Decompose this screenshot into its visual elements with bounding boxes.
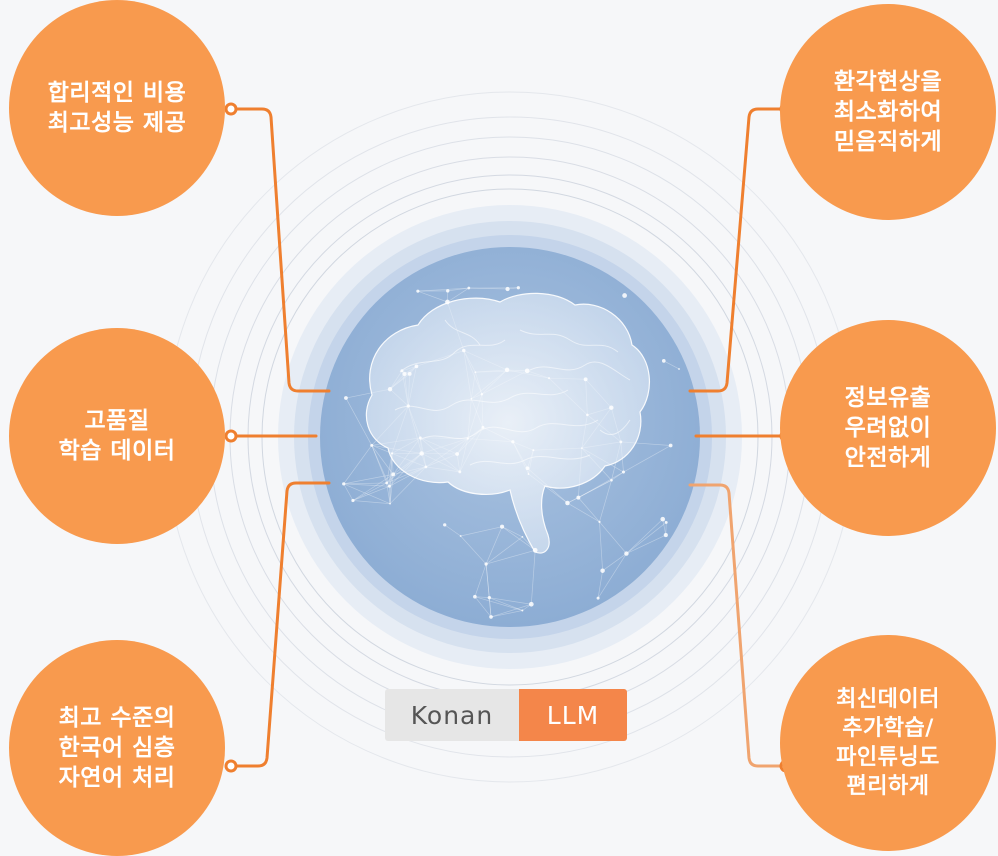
network-node <box>388 485 391 488</box>
feature-text-finetune: 최신데이터 추가학습/ 파인튜닝도 편리하게 <box>836 685 940 801</box>
network-node <box>388 387 392 391</box>
network-node <box>624 551 628 555</box>
network-node <box>548 377 550 379</box>
network-node <box>419 451 423 455</box>
network-node <box>481 393 483 395</box>
feature-text-data: 고품질 학습 데이터 <box>59 406 176 466</box>
network-node <box>389 503 391 505</box>
feature-text-nlp: 최고 수준의 한국어 심층 자연어 처리 <box>59 703 176 793</box>
network-node <box>416 290 419 293</box>
network-node <box>391 452 393 454</box>
network-node <box>462 349 466 353</box>
network-node <box>481 426 484 429</box>
feature-bubble-security: 정보유출 우려없이 안전하게 <box>780 320 996 536</box>
feature-text-cost: 합리적인 비용 최고성능 제공 <box>48 78 186 138</box>
network-node <box>488 596 491 599</box>
network-node <box>525 368 530 373</box>
network-node <box>526 466 530 470</box>
network-node <box>609 405 613 409</box>
feature-text-hallucination: 환각현상을 최소화하여 믿음직하게 <box>834 67 942 157</box>
network-node <box>425 465 428 468</box>
network-node <box>408 372 412 376</box>
network-node <box>473 595 477 599</box>
network-node <box>505 287 509 291</box>
network-node <box>610 479 613 482</box>
network-node <box>445 300 450 305</box>
dot-data <box>226 431 236 441</box>
badge-llm-label: LLM <box>519 689 627 741</box>
network-node <box>385 482 388 485</box>
dot-nlp <box>226 761 236 771</box>
network-node <box>370 444 373 447</box>
network-node <box>521 610 523 612</box>
network-node <box>517 286 520 289</box>
badge-konan-label: Konan <box>385 689 519 741</box>
feature-bubble-hallucination: 환각현상을 최소화하여 믿음직하게 <box>780 4 996 220</box>
network-node <box>522 536 524 538</box>
network-node <box>446 289 449 292</box>
network-node <box>391 472 395 476</box>
network-node <box>581 447 583 449</box>
network-node <box>415 364 419 368</box>
brain-network-illustration <box>320 247 700 627</box>
network-node <box>344 396 348 400</box>
network-node <box>484 562 487 565</box>
network-node <box>458 470 461 473</box>
network-node <box>500 525 504 529</box>
network-node <box>470 398 472 400</box>
network-node <box>597 597 600 600</box>
network-node <box>529 602 534 607</box>
network-node <box>678 368 680 370</box>
network-node <box>600 568 605 573</box>
network-node <box>400 369 403 372</box>
network-node <box>669 444 673 448</box>
network-node <box>511 440 514 443</box>
network-node <box>532 449 534 451</box>
network-node <box>533 548 538 553</box>
feature-bubble-finetune: 최신데이터 추가학습/ 파인튜닝도 편리하게 <box>780 635 996 851</box>
network-node <box>467 437 469 439</box>
network-node <box>455 452 459 456</box>
network-node <box>460 535 462 537</box>
network-node <box>565 501 570 506</box>
network-node <box>528 473 530 475</box>
network-node <box>584 377 588 381</box>
network-node <box>474 371 476 373</box>
network-node <box>351 499 354 502</box>
network-node <box>619 440 622 443</box>
network-node <box>576 496 580 500</box>
network-node <box>662 359 666 363</box>
network-node <box>407 404 410 407</box>
network-node <box>489 615 493 619</box>
network-node <box>598 521 600 523</box>
feature-bubble-cost: 합리적인 비용 최고성능 제공 <box>9 0 225 216</box>
network-node <box>467 287 470 290</box>
feature-bubble-nlp: 최고 수준의 한국어 심층 자연어 처리 <box>9 640 225 856</box>
konan-llm-badge: Konan LLM <box>385 689 627 741</box>
network-node <box>419 436 422 439</box>
network-node <box>443 523 446 526</box>
network-node <box>586 414 589 417</box>
feature-bubble-data: 고품질 학습 데이터 <box>9 328 225 544</box>
network-node <box>342 482 345 485</box>
feature-text-security: 정보유출 우려없이 안전하게 <box>845 383 932 473</box>
network-node <box>403 372 407 376</box>
network-node <box>665 521 668 524</box>
network-node <box>622 471 625 474</box>
network-node <box>664 533 668 537</box>
network-node <box>622 293 627 298</box>
network-node <box>505 368 510 373</box>
network-node <box>660 517 665 522</box>
dot-cost <box>226 104 236 114</box>
